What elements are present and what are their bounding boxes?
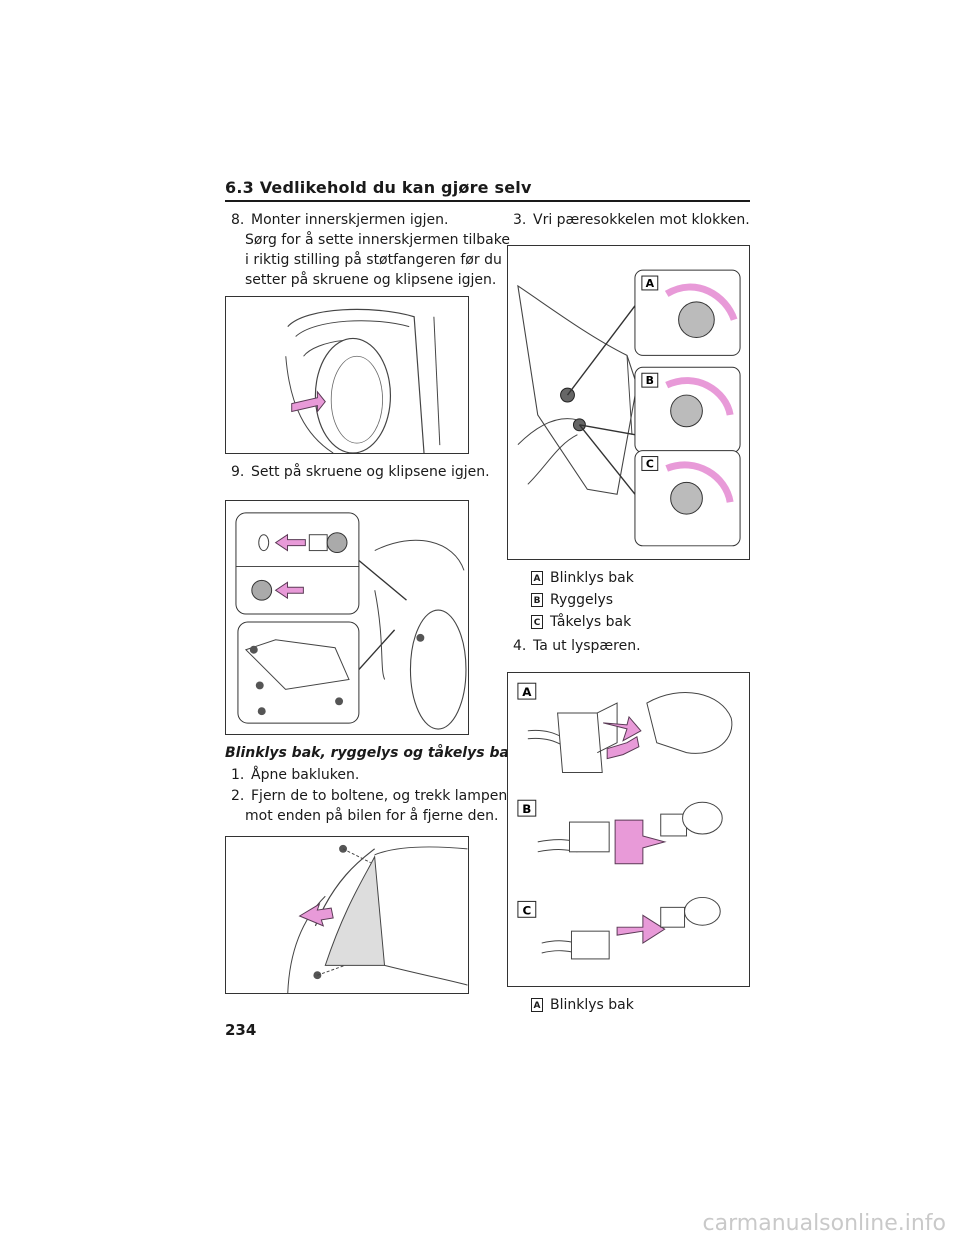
legend2-tag-a: A (531, 998, 543, 1012)
legend-item-a: A Blinklys bak (531, 568, 731, 588)
figure-rotate-socket: A B C (507, 245, 750, 560)
legend-item-b: B Ryggelys (531, 590, 731, 610)
step-4: 4.Ta ut lyspæren. (513, 638, 641, 654)
figure-remove-bulb: A B C (507, 672, 750, 987)
step-9: 9.Sett på skruene og klipsene igjen. (231, 464, 490, 480)
watermark: carmanualsonline.info (702, 1211, 946, 1236)
step-2-line2: mot enden på bilen for å fjerne den. (245, 808, 499, 824)
figure-inner-fender (225, 296, 469, 454)
legend-tag-b: B (531, 593, 543, 607)
legend-item-c: C Tåkelys bak (531, 612, 731, 632)
remove-bulb-illustration: A B C (517, 682, 733, 960)
figure-tag-b: B (646, 374, 654, 387)
legend-tag-c: C (531, 615, 543, 629)
page-number: 234 (225, 1021, 257, 1039)
inner-fender-illustration (285, 308, 441, 453)
subheading: Blinklys bak, ryggelys og tåkelys bak (225, 745, 519, 761)
bulb-tag-a: A (522, 685, 532, 699)
remove-lamp-illustration (287, 844, 468, 993)
bulb-tag-c: C (522, 903, 531, 917)
legend-label-c: Tåkelys bak (550, 614, 632, 630)
screws-clips-illustration (235, 512, 467, 730)
section-rule (225, 200, 750, 202)
legend2-label-a: Blinklys bak (550, 997, 634, 1013)
step-1: 1.Åpne bakluken. (231, 767, 360, 783)
step-2: 2.Fjern de to boltene, og trekk lampen (231, 788, 508, 804)
figure-tag-c: C (646, 457, 654, 470)
legend-label-a: Blinklys bak (550, 570, 634, 586)
figure-screws-clips (225, 500, 469, 735)
step-8-details: Sørg for å sette innerskjermen tilbake i… (245, 232, 510, 288)
legend-label-b: Ryggelys (550, 592, 614, 608)
figure-remove-lamp (225, 836, 469, 994)
step-3: 3.Vri pæresokkelen mot klokken. (513, 212, 750, 228)
bulb-tag-b: B (522, 802, 531, 816)
rotate-socket-illustration: A B C (517, 269, 741, 547)
legend-tag-a: A (531, 571, 543, 585)
legend2-item-a: A Blinklys bak (531, 995, 731, 1015)
section-title: 6.3 Vedlikehold du kan gjøre selv (225, 178, 532, 197)
step-8: 8.Monter innerskjermen igjen. (231, 212, 449, 228)
figure-tag-a: A (646, 277, 655, 290)
